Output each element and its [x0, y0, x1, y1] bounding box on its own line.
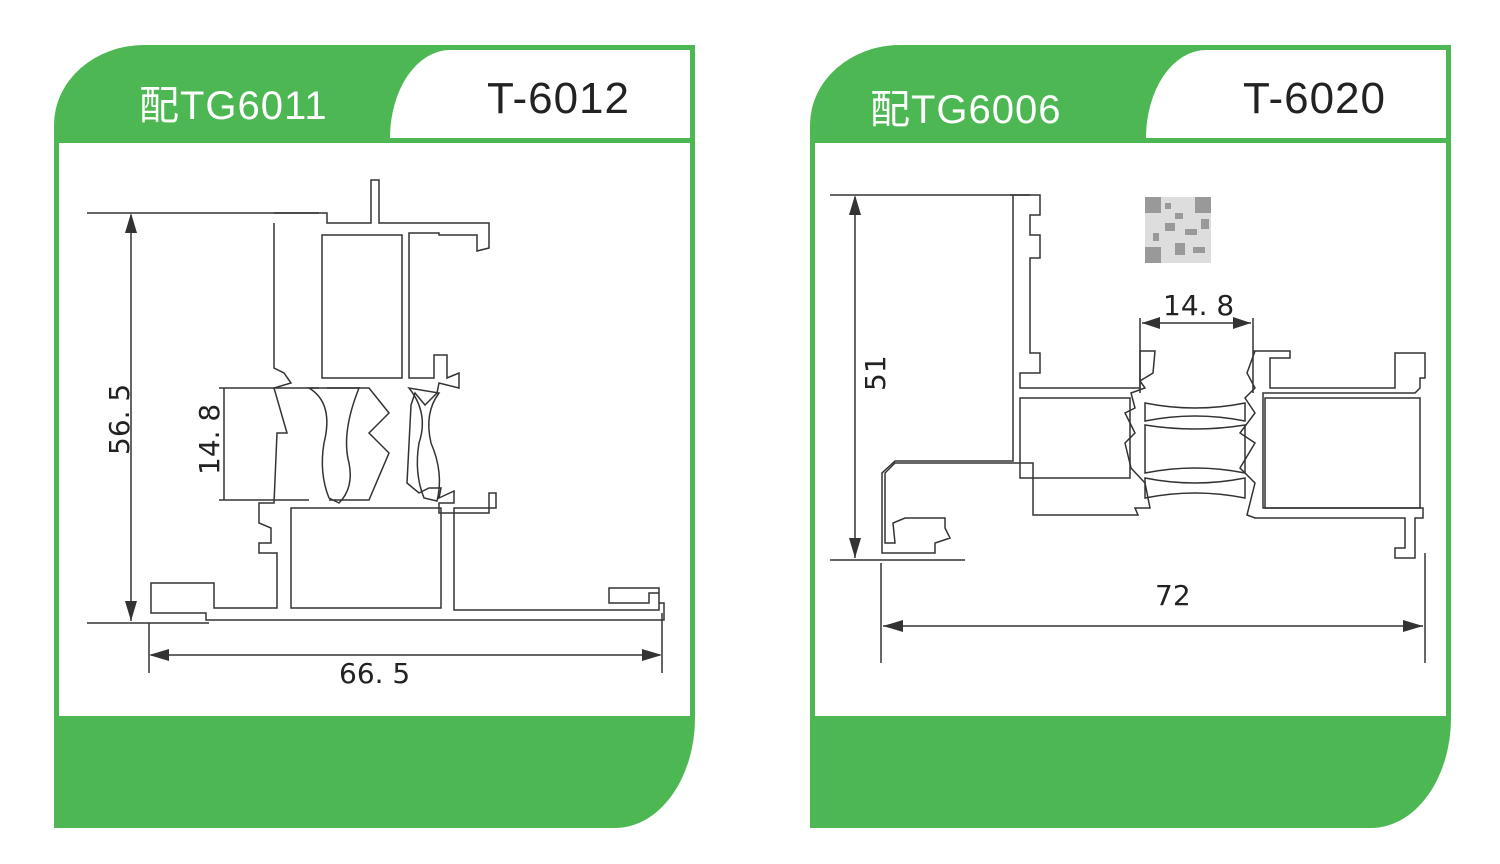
width-dimension: 72: [1155, 579, 1191, 612]
profile-drawing-t6012: 56. 5 14. 8 66. 5: [87, 179, 665, 690]
qr-code-icon: [1145, 197, 1211, 263]
height-dimension: 56. 5: [103, 384, 136, 455]
width-dimension: 66. 5: [339, 657, 410, 690]
profile-code-tab: T-6020: [1146, 50, 1446, 138]
gap-dimension: 14. 8: [1163, 289, 1234, 322]
profile-drawing-area: 56. 5 14. 8 66. 5: [59, 143, 690, 716]
profile-card-right: 配TG6006 T-6020: [810, 45, 1451, 828]
gap-dimension: 14. 8: [193, 404, 226, 475]
profile-code-tab: T-6012: [390, 50, 690, 138]
height-dimension: 51: [859, 355, 892, 391]
partner-code: 配TG6006: [870, 88, 1062, 132]
profile-card-left: 配TG6011 T-6012: [54, 45, 695, 828]
profile-drawing-area: 51 14. 8 72: [815, 143, 1446, 716]
profile-drawing-t6020: 51 14. 8 72: [830, 194, 1426, 663]
profile-code: T-6020: [1243, 74, 1386, 123]
profile-code: T-6012: [487, 74, 630, 123]
partner-code: 配TG6011: [139, 84, 328, 128]
